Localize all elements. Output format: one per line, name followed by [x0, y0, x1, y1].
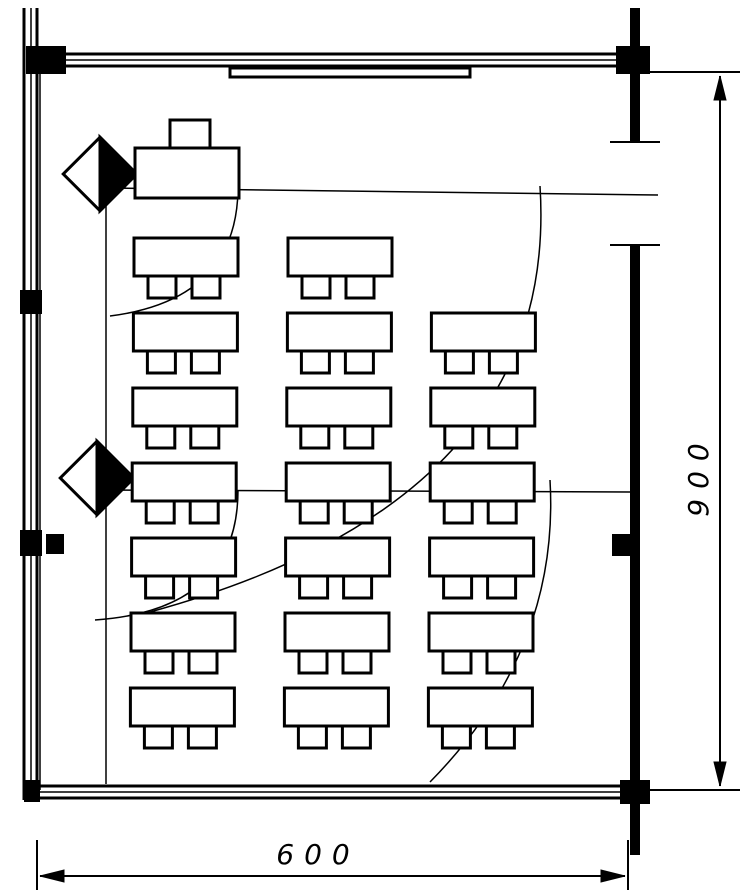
wall-column	[46, 534, 64, 554]
student-chair	[143, 649, 175, 675]
light-fixture	[61, 133, 139, 215]
blackboard	[228, 66, 472, 79]
student-chair	[343, 424, 375, 450]
student-chair	[186, 724, 218, 750]
top-wall	[36, 52, 630, 79]
student-desks	[128, 236, 537, 750]
student-chair	[443, 424, 475, 450]
student-desk	[130, 536, 238, 600]
teacher-chair	[168, 118, 212, 150]
student-chair	[146, 274, 178, 300]
student-chair	[487, 349, 519, 375]
student-chair	[341, 649, 373, 675]
light-fixture	[58, 437, 136, 519]
student-desk	[428, 536, 536, 600]
student-chair	[144, 574, 176, 600]
student-chair	[485, 649, 517, 675]
student-chair	[343, 349, 375, 375]
student-chair	[189, 349, 221, 375]
student-chair	[188, 574, 220, 600]
student-desk	[285, 386, 393, 450]
student-chair	[187, 649, 219, 675]
student-chair	[145, 424, 177, 450]
depth-dimension-label: 900	[682, 433, 715, 516]
student-desk	[427, 611, 535, 675]
student-desk	[426, 686, 534, 750]
student-chair	[144, 499, 176, 525]
student-chair	[442, 499, 474, 525]
student-chair	[342, 574, 374, 600]
corner-post	[616, 46, 650, 74]
student-chair	[142, 724, 174, 750]
corner-post	[620, 780, 650, 804]
width-dimension-label: 600	[276, 838, 359, 871]
student-chair	[487, 424, 519, 450]
student-chair	[484, 724, 516, 750]
student-desk	[132, 236, 240, 300]
student-chair	[299, 424, 331, 450]
student-chair	[443, 349, 475, 375]
student-desk	[429, 386, 537, 450]
student-chair	[344, 274, 376, 300]
student-desk	[130, 461, 238, 525]
corner-post	[26, 46, 66, 74]
teacher-area	[133, 118, 241, 200]
student-chair	[190, 274, 222, 300]
student-desk	[282, 686, 390, 750]
student-chair	[440, 724, 472, 750]
student-chair	[486, 499, 518, 525]
light-fixtures	[58, 133, 139, 519]
student-chair	[188, 499, 220, 525]
student-desk	[128, 686, 236, 750]
student-chair	[340, 724, 372, 750]
student-chair	[486, 574, 518, 600]
student-desk	[284, 536, 392, 600]
student-chair	[300, 274, 332, 300]
left-wall	[20, 8, 42, 800]
student-chair	[296, 724, 328, 750]
teacher-desk	[133, 146, 241, 200]
student-chair	[442, 574, 474, 600]
student-chair	[342, 499, 374, 525]
dimension-width: 600	[36, 838, 629, 890]
bottom-wall	[24, 780, 630, 802]
student-chair	[145, 349, 177, 375]
student-desk	[429, 311, 537, 375]
right-wall	[610, 8, 660, 855]
student-desk	[129, 611, 237, 675]
student-desk	[284, 461, 392, 525]
student-chair	[297, 649, 329, 675]
walls	[20, 8, 660, 855]
student-desk	[285, 311, 393, 375]
student-desk	[131, 311, 239, 375]
student-chair	[441, 649, 473, 675]
student-chair	[189, 424, 221, 450]
student-chair	[299, 349, 331, 375]
student-desk	[131, 386, 239, 450]
student-desk	[283, 611, 391, 675]
student-chair	[298, 499, 330, 525]
student-chair	[298, 574, 330, 600]
dimension-depth: 900	[650, 71, 740, 791]
student-desk	[428, 461, 536, 525]
student-desk	[286, 236, 394, 300]
